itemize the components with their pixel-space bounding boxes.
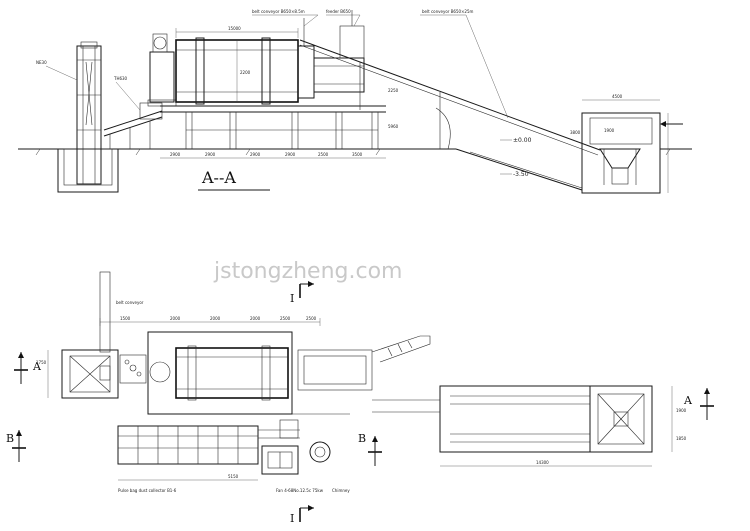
elevator-pit-plan xyxy=(61,271,119,399)
chimney-plan xyxy=(309,441,331,463)
dim-bottom-left: 5150 xyxy=(228,474,239,479)
dim-bottom-total: 14300 xyxy=(536,460,549,465)
dim-span-4: 2900 xyxy=(285,152,296,157)
dim-height-2: 5960 xyxy=(388,124,399,129)
dim-top-2: 2000 xyxy=(170,316,181,321)
svg-text:A: A xyxy=(683,394,693,407)
ramp xyxy=(455,139,583,191)
duct-plan xyxy=(258,413,350,439)
furnace xyxy=(147,33,177,107)
section-mark-i-top: I xyxy=(290,281,314,305)
label-feeder: feeder B650 xyxy=(326,9,351,14)
dim-dryer-length: 15000 xyxy=(228,26,241,31)
dim-side-2: 1900 xyxy=(676,408,687,413)
feeder-conveyor xyxy=(103,102,163,149)
label-elevator: NE30 xyxy=(36,60,47,65)
plan-dimensions xyxy=(47,318,673,481)
svg-text:I: I xyxy=(290,512,294,525)
label-belt-top: belt conveyor xyxy=(116,300,144,305)
dim-hopper-inner: 1900 xyxy=(604,128,615,133)
svg-text:B: B xyxy=(358,432,366,445)
dim-hopper-height: 3800 xyxy=(570,130,581,135)
dryer-plan xyxy=(147,331,373,415)
dim-top-3: 2000 xyxy=(210,316,221,321)
feeder-plan xyxy=(119,354,147,384)
dim-side-3: 1850 xyxy=(676,436,687,441)
rotary-dryer xyxy=(175,28,299,105)
svg-text:A: A xyxy=(32,360,42,373)
dim-side-1: 1750 xyxy=(36,360,47,365)
incline-belt-conveyor xyxy=(299,39,601,156)
label-cyclone: TH630 xyxy=(113,76,128,81)
svg-text:B: B xyxy=(6,432,14,445)
svg-text:I: I xyxy=(290,292,294,305)
dim-top-6: 2500 xyxy=(306,316,317,321)
elevation-section: belt conveyor B650×8.5m feeder B650 belt… xyxy=(18,9,692,194)
plan-view: I I A A B xyxy=(6,271,714,525)
label-bag-filter: Pulse bag dust collector B1-6 xyxy=(118,488,177,493)
hopper-plan xyxy=(589,385,653,453)
belt-conveyor-plan xyxy=(372,385,591,453)
section-mark-b-left: B xyxy=(6,430,26,462)
support-platform xyxy=(160,105,386,149)
label-leaders xyxy=(45,14,509,119)
dim-top-4: 2000 xyxy=(250,316,261,321)
dim-top-5: 2500 xyxy=(280,316,291,321)
dim-span-6: 3500 xyxy=(352,152,363,157)
dim-span-3: 2900 xyxy=(250,152,261,157)
receiving-hopper xyxy=(581,99,683,194)
dim-hopper-width: 4500 xyxy=(612,94,623,99)
bucket-elevator xyxy=(57,41,119,193)
discharge-section xyxy=(297,10,365,99)
dim-drum: 2200 xyxy=(240,70,251,75)
section-title: A--A xyxy=(201,168,236,187)
dim-span-1: 2900 xyxy=(170,152,181,157)
label-chimney: Chimney xyxy=(332,488,350,493)
watermark: jstongzheng.com xyxy=(213,259,402,284)
stair-conveyor xyxy=(371,335,431,363)
section-mark-i-bottom: I xyxy=(290,505,314,525)
bag-filter-plan xyxy=(117,425,259,465)
section-mark-b-right: B xyxy=(358,432,382,466)
section-mark-a-right: A xyxy=(683,388,714,420)
section-mark-a-left: A xyxy=(14,352,42,384)
label-fan: Fan 4-68No.12.5c 75kw xyxy=(276,488,324,493)
fan-plan xyxy=(261,445,299,475)
label-top-conveyor-1: belt conveyor B650×8.5m xyxy=(252,9,305,14)
level-lower: -3.50 xyxy=(513,171,529,178)
dim-span-5: 2500 xyxy=(318,152,329,157)
dim-span-2: 2900 xyxy=(205,152,216,157)
dim-top-1: 1500 xyxy=(120,316,131,321)
label-top-conveyor-2: belt conveyor B650×25m xyxy=(422,9,474,14)
level-zero: ±0.00 xyxy=(513,137,532,144)
dim-height-1: 2250 xyxy=(388,88,399,93)
